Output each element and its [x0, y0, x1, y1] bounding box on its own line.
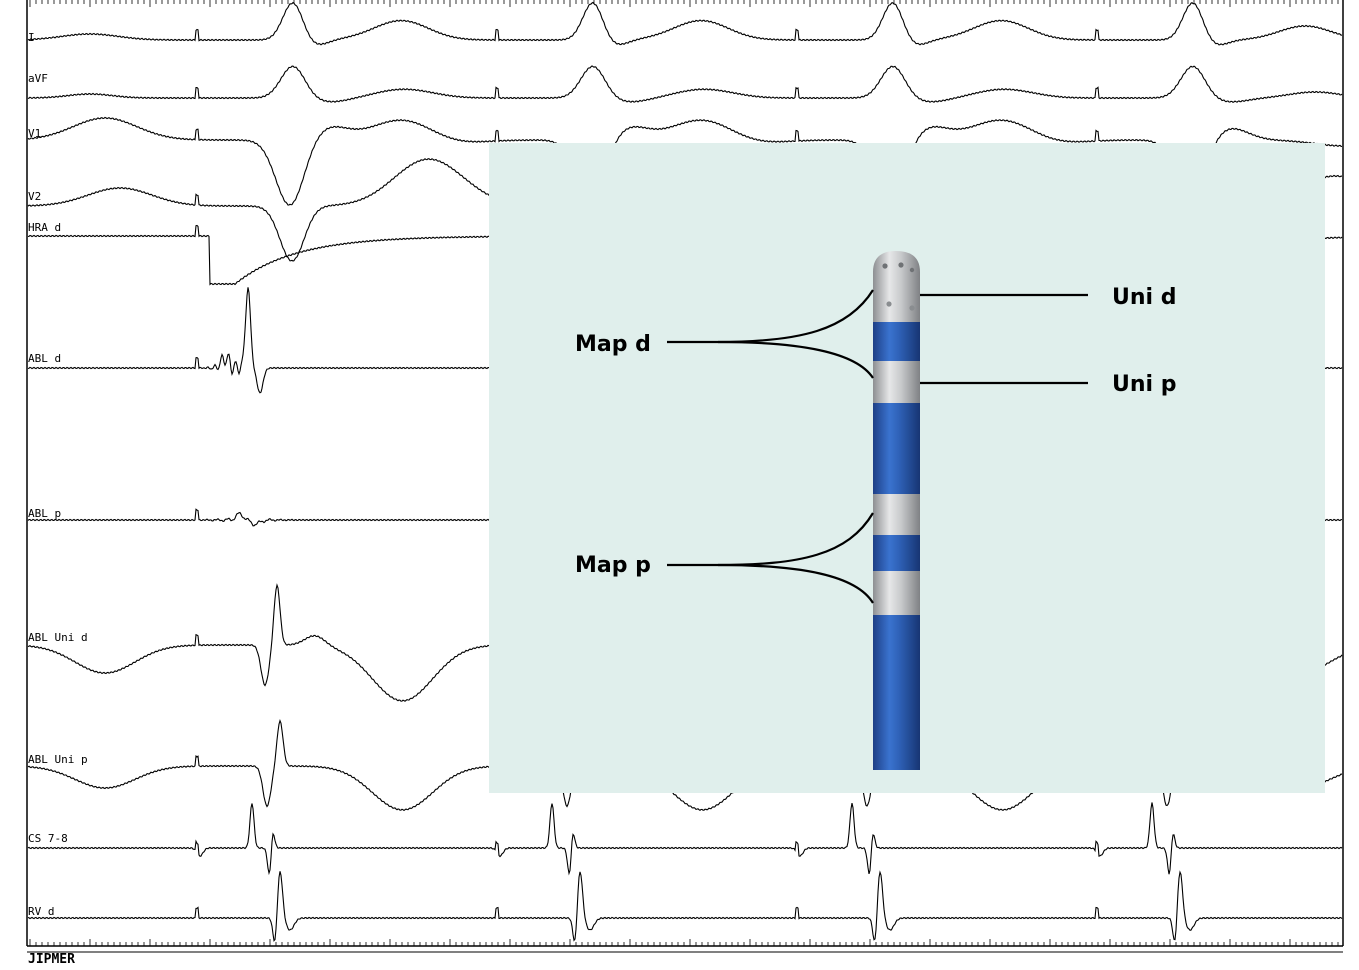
lead-label-abl-uni-d: ABL Uni d — [28, 631, 88, 644]
catheter-tip-electrode — [873, 251, 920, 322]
label-uni-p: Uni p — [1112, 372, 1176, 397]
trace-lead-rv-d — [27, 870, 1343, 942]
lead-label-hra-d: HRA d — [28, 221, 61, 234]
callout-lines — [667, 289, 1088, 604]
bottom-time-ticks — [29, 939, 1339, 946]
lead-labels: I aVF V1 V2 HRA d ABL d ABL p ABL Uni d … — [28, 31, 88, 918]
catheter-inset: Map d Map p Uni d Uni p — [489, 143, 1325, 793]
trace-lead-i — [27, 1, 1343, 46]
lead-label-v2: V2 — [28, 190, 41, 203]
irrigation-hole — [898, 262, 904, 268]
label-map-d: Map d — [575, 332, 651, 357]
trace-lead-v1 — [27, 116, 1343, 207]
map-d-leader — [717, 340, 874, 379]
lead-label-cs-7-8: CS 7-8 — [28, 832, 68, 845]
label-uni-d: Uni d — [1112, 285, 1176, 310]
lead-label-abl-p: ABL p — [28, 507, 61, 520]
top-time-ticks — [29, 0, 1339, 7]
lead-label-avf: aVF — [28, 72, 48, 85]
irrigation-hole — [909, 305, 915, 311]
lead-label-abl-d: ABL d — [28, 352, 61, 365]
lead-label-v1: V1 — [28, 127, 41, 140]
lead-label-rv-d: RV d — [28, 905, 55, 918]
ring-electrode-4 — [873, 571, 920, 615]
lead-label-i: I — [28, 31, 35, 44]
ring-electrode-2 — [873, 361, 920, 403]
trace-lead-cs-7-8 — [27, 802, 1343, 876]
irrigation-hole — [886, 301, 892, 307]
trace-lead-avf — [27, 65, 1343, 104]
irrigation-hole — [882, 263, 888, 269]
institution-footer: JIPMER — [28, 952, 75, 967]
catheter-shaft — [873, 251, 920, 770]
label-map-p: Map p — [575, 553, 651, 578]
irrigation-hole — [909, 267, 915, 273]
ring-electrode-3 — [873, 494, 920, 535]
map-p-leader — [717, 563, 874, 604]
lead-label-abl-uni-p: ABL Uni p — [28, 753, 88, 766]
